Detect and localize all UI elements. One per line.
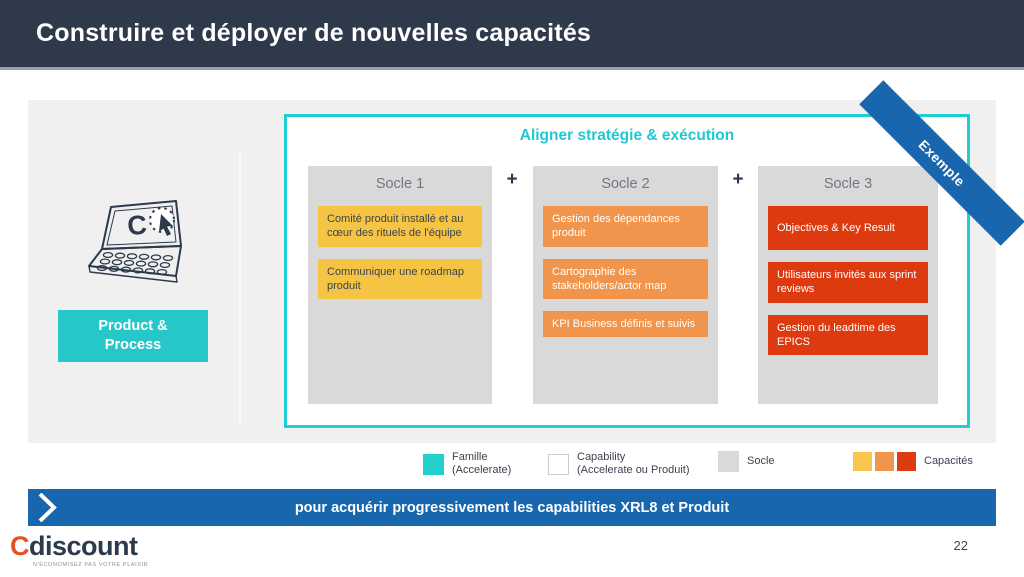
bottom-banner-text: pour acquérir progressivement les capabi… xyxy=(294,499,730,516)
page-number: 22 xyxy=(953,538,968,553)
capacity-card: Gestion du leadtime des EPICS xyxy=(768,314,928,356)
socle-2-column: Socle 2 Gestion des dépendances produit … xyxy=(533,166,718,404)
capacity-card: Comité produit installé et au cœur des r… xyxy=(318,206,482,247)
laptop-click-icon: C xyxy=(88,200,182,283)
alignment-box: Aligner stratégie & exécution Socle 1 Co… xyxy=(284,114,970,428)
legend-item-capability: Capability (Accelerate ou Produit) xyxy=(548,451,690,477)
logo-letter-c: C xyxy=(10,531,30,561)
legend-label-line: Capacités xyxy=(924,454,973,467)
logo-tagline: N'ÉCONOMISEZ PAS VOTRE PLAISIR xyxy=(33,562,149,568)
product-process-line2: Process xyxy=(104,337,162,353)
capacity-card: Utilisateurs invités aux sprint reviews xyxy=(768,262,928,303)
chevron-right-icon xyxy=(38,493,57,522)
capacites-swatch xyxy=(853,452,916,471)
socle-3-column: Socle 3 Objectives & Key Result Utilisat… xyxy=(758,166,938,404)
product-process-button[interactable]: Product & Process xyxy=(58,310,208,362)
capacity-card: Communiquer une roadmap produit xyxy=(318,258,482,300)
socle-swatch xyxy=(718,451,739,472)
capacity-card: KPI Business définis et suivis xyxy=(543,311,708,338)
legend-label-line: Capability xyxy=(577,451,626,463)
alignment-box-title: Aligner stratégie & exécution xyxy=(519,127,735,144)
legend-label-line: (Accelerate) xyxy=(452,464,512,477)
plus-sign: + xyxy=(506,169,518,190)
legend-item-socle: Socle xyxy=(718,451,775,472)
page-title: Construire et déployer de nouvelles capa… xyxy=(36,19,592,47)
legend-item-capacites: Capacités xyxy=(853,452,973,471)
legend-label-line: Socle xyxy=(747,454,775,467)
capability-swatch xyxy=(548,453,569,475)
legend-label-line: (Accelerate ou Produit) xyxy=(577,464,690,477)
vertical-divider xyxy=(239,150,241,422)
capacity-card: Gestion des dépendances produit xyxy=(543,206,708,247)
socle-1-title: Socle 1 xyxy=(375,176,425,192)
socle-1-column: Socle 1 Comité produit installé et au cœ… xyxy=(308,166,492,404)
product-process-line1: Product & xyxy=(98,318,168,335)
cdiscount-logo: Cdiscount N'ÉCONOMISEZ PAS VOTRE PLAISIR xyxy=(10,531,149,569)
famille-swatch xyxy=(423,453,444,475)
socle-2-title: Socle 2 xyxy=(601,176,650,192)
legend-item-famille: Famille (Accelerate) xyxy=(423,451,511,477)
socle-3-title: Socle 3 xyxy=(823,176,873,192)
plus-sign: + xyxy=(732,169,744,190)
legend-label-line: Famille xyxy=(452,451,488,463)
svg-text:C: C xyxy=(126,210,148,241)
logo-wordmark: discount xyxy=(29,531,138,561)
capacity-card: Objectives & Key Result xyxy=(768,206,928,250)
bottom-banner: pour acquérir progressivement les capabi… xyxy=(28,489,996,526)
capacity-card: Cartographie des stakeholders/actor map xyxy=(543,258,708,300)
header-bar: Construire et déployer de nouvelles capa… xyxy=(0,0,1024,70)
